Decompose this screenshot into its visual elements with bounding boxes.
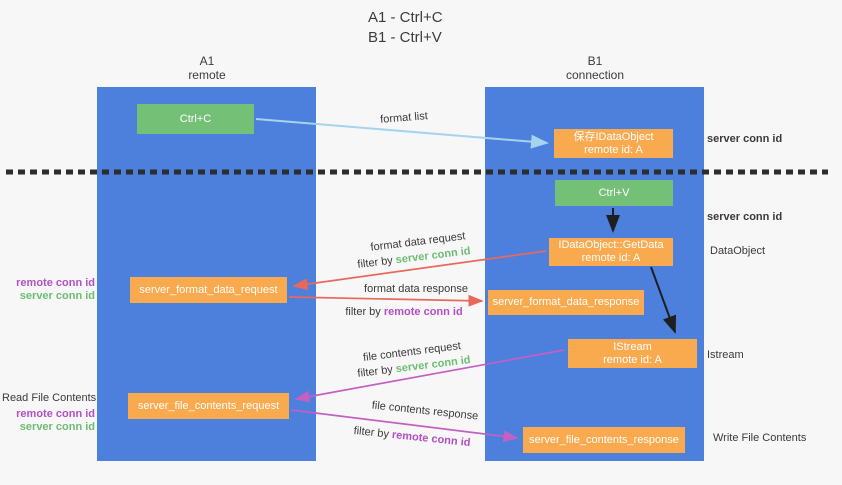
left-server-conn-id-top: server conn id (19, 290, 95, 302)
title-line-2: B1 - Ctrl+V (368, 29, 442, 46)
column-a-name: A1 (199, 54, 215, 68)
left-conn-id-group-bottom: remote conn id server conn id (2, 408, 95, 434)
title-line-1: A1 - Ctrl+C (368, 9, 443, 26)
right-server-conn-id-top: server conn id (707, 133, 783, 145)
left-remote-conn-id-top: remote conn id (16, 277, 95, 289)
ctrl-c-node: Ctrl+C (137, 104, 254, 134)
file-contents-response-text: file contents response (371, 399, 479, 423)
ctrl-c-label: Ctrl+C (179, 112, 212, 125)
read-file-contents-annotation: Read File Contents (2, 392, 97, 404)
filter-by-text: filter by (353, 424, 393, 441)
filter-by-text: filter by (356, 254, 397, 271)
diagram-title: A1 - Ctrl+C B1 - Ctrl+V (368, 8, 443, 48)
left-remote-conn-id-bottom: remote conn id (16, 408, 95, 420)
file-request-node: server_file_contents_request (128, 393, 289, 419)
format-data-response-edge-label: format data response (364, 283, 468, 295)
left-server-conn-id-bottom: server conn id (19, 421, 95, 433)
column-a-header: A1 remote (147, 54, 267, 82)
format-data-response-arrow (288, 294, 484, 307)
istream-annotation: Istream (707, 349, 744, 361)
format-response-node: server_format_data_response (488, 290, 644, 315)
save-dataobject-line1: 保存IDataObject (573, 130, 654, 143)
ctrl-v-node: Ctrl+V (555, 180, 673, 206)
file-contents-response-filter-label: filter by remote conn id (353, 425, 471, 449)
istream-line1: IStream (613, 340, 652, 353)
column-b-name: B1 (587, 54, 603, 68)
save-dataobject-line2: remote id: A (584, 143, 643, 156)
column-a-role: remote (188, 68, 226, 82)
format-response-label: server_format_data_response (492, 296, 640, 308)
format-data-response-text: format data response (364, 283, 468, 295)
getdata-line2: remote id: A (581, 252, 641, 264)
getdata-node: IDataObject::GetData remote id: A (549, 238, 673, 266)
format-list-edge-label: format list (380, 110, 428, 126)
file-response-label: server_file_contents_response (529, 433, 679, 446)
remote-conn-id-key: remote conn id (391, 428, 471, 450)
write-file-contents-annotation: Write File Contents (713, 432, 807, 444)
istream-node: IStream remote id: A (568, 339, 697, 368)
ctrl-v-label: Ctrl+V (598, 186, 630, 199)
format-request-node: server_format_data_request (130, 277, 287, 303)
column-b-role: connection (565, 68, 625, 82)
remote-conn-id-key: remote conn id (383, 306, 463, 318)
file-response-node: server_file_contents_response (523, 427, 685, 453)
getdata-line1: IDataObject::GetData (558, 239, 664, 251)
file-contents-response-edge-label: file contents response (371, 399, 479, 422)
filter-by-text: filter by (356, 363, 397, 380)
format-request-label: server_format_data_request (139, 283, 278, 296)
column-b-header: B1 connection (535, 54, 655, 82)
format-data-response-filter-label: filter by remote conn id (345, 306, 462, 318)
dataobject-annotation: DataObject (710, 245, 766, 257)
right-server-conn-id-mid: server conn id (707, 211, 783, 223)
format-list-text: format list (379, 110, 429, 126)
filter-by-text: filter by (345, 306, 384, 318)
left-conn-id-group-top: remote conn id server conn id (2, 277, 95, 303)
istream-line2: remote id: A (603, 353, 662, 366)
file-request-label: server_file_contents_request (137, 399, 280, 412)
save-dataobject-node: 保存IDataObject remote id: A (554, 129, 673, 158)
